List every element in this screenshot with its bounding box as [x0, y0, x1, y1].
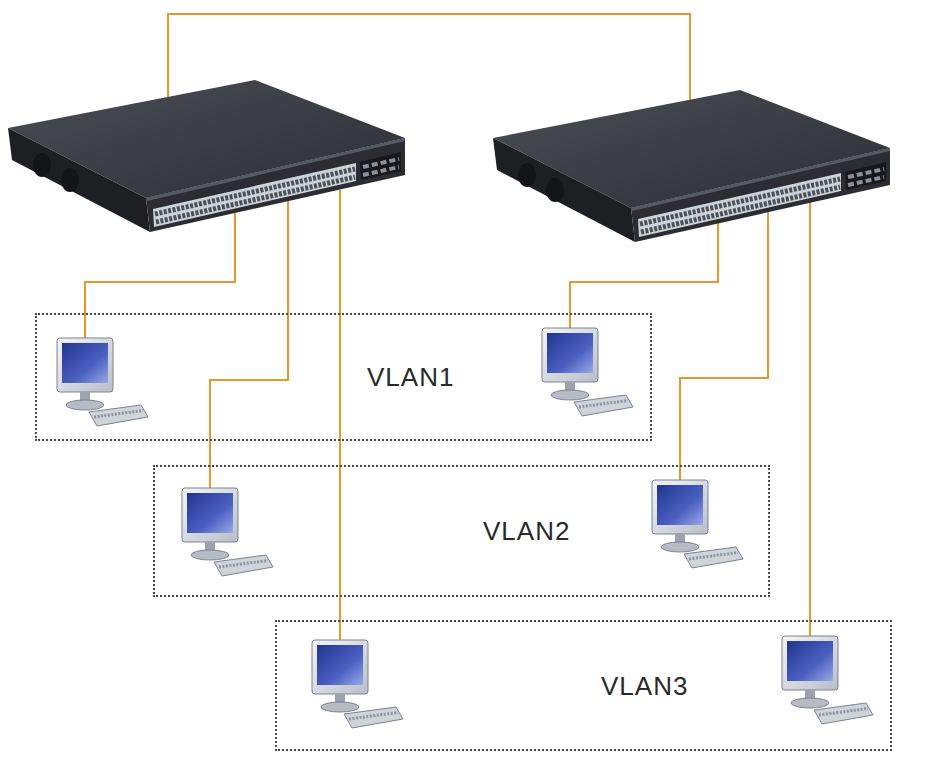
- computer: [182, 488, 273, 576]
- access-cable: [809, 202, 811, 636]
- computer: [782, 636, 873, 724]
- access-cable: [210, 201, 288, 488]
- switch: [8, 80, 405, 232]
- access-cable: [85, 213, 235, 338]
- computer: [652, 480, 743, 568]
- computer: [542, 328, 633, 416]
- vlan-label: VLAN2: [483, 516, 570, 547]
- vlan-group: VLAN2: [153, 465, 770, 597]
- vlan-label: VLAN1: [367, 362, 454, 393]
- computer: [57, 338, 148, 426]
- vlan-label: VLAN3: [601, 670, 688, 701]
- access-cable: [680, 212, 768, 480]
- switch: [493, 90, 890, 242]
- vlan-group: VLAN3: [275, 620, 892, 751]
- vlan-group: VLAN1: [35, 313, 652, 441]
- access-cable: [339, 190, 341, 640]
- computer: [312, 640, 403, 728]
